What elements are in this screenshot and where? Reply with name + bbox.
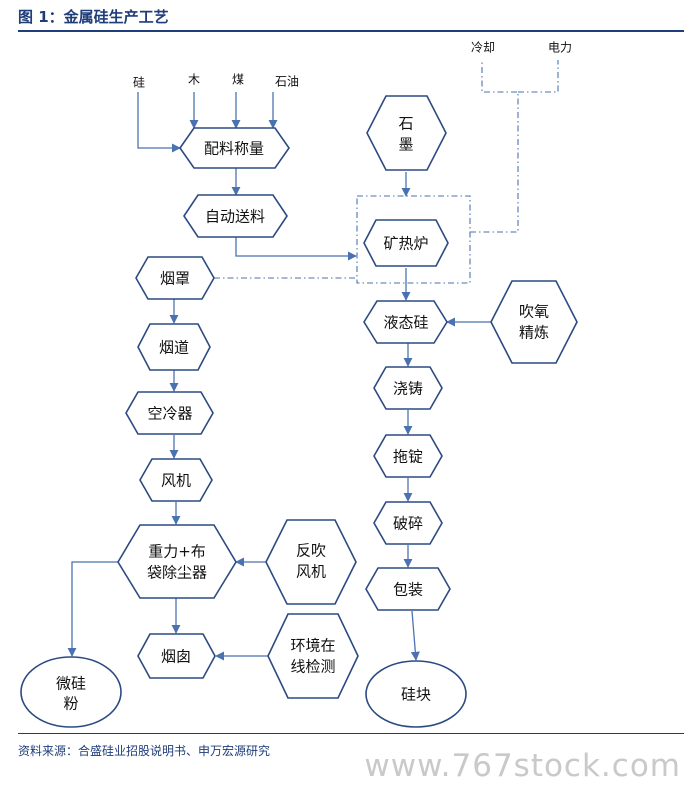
- dash-power-line: [518, 60, 559, 93]
- node-feeding-label: 自动送料: [205, 208, 265, 226]
- node-fan-label: 风机: [161, 472, 191, 490]
- node-graphite: 石 墨: [366, 95, 447, 171]
- node-casting-label: 浇铸: [393, 380, 423, 398]
- node-microsilica-label-2: 粉: [63, 695, 78, 713]
- node-chimney: 烟囱: [137, 633, 216, 679]
- node-env-label-1: 环境在: [290, 637, 335, 655]
- input-si: 硅: [133, 76, 145, 90]
- node-ingot-pulling: 拖锭: [373, 434, 443, 478]
- source-note: 资料来源：合盛硅业招股说明书、申万宏源研究: [18, 744, 271, 758]
- arrow-packing-to-block: [410, 610, 420, 661]
- node-liquid-si: 液态硅: [363, 300, 448, 344]
- node-batching: 配料称量: [179, 127, 290, 169]
- node-ingot-label: 拖锭: [393, 448, 423, 466]
- node-liquid-si-label: 液态硅: [383, 314, 428, 332]
- node-fan: 风机: [139, 458, 213, 502]
- node-flue: 烟道: [137, 323, 211, 371]
- node-back-blow-label-1: 反吹: [296, 542, 326, 560]
- input-wood: 木: [188, 73, 200, 87]
- node-dust-collector: 重力+布 袋除尘器: [117, 524, 237, 599]
- node-graphite-label-2: 墨: [398, 136, 413, 154]
- arrow-si-to-batching: [137, 92, 181, 153]
- node-graphite-label-1: 石: [398, 115, 413, 133]
- bottom-rule: [18, 733, 684, 734]
- node-env-monitoring: 环境在 线检测: [267, 613, 359, 699]
- node-air-cooler-label: 空冷器: [147, 405, 192, 423]
- input-cooling: 冷却: [471, 41, 495, 55]
- node-microsilica: 微硅 粉: [20, 656, 122, 728]
- node-casting: 浇铸: [373, 366, 443, 410]
- watermark: www.767stock.com: [364, 748, 681, 784]
- node-furnace: 矿热炉: [363, 219, 449, 267]
- input-power: 电力: [548, 41, 572, 55]
- node-oxygen-label-2: 精炼: [519, 324, 549, 342]
- node-furnace-label: 矿热炉: [383, 235, 428, 253]
- node-crushing-label: 破碎: [393, 515, 423, 533]
- dash-furnace-boundary: [356, 195, 471, 284]
- node-hood: 烟罩: [135, 256, 215, 300]
- node-packing: 包装: [365, 567, 451, 611]
- dash-cooling-line: [470, 60, 519, 233]
- node-flue-label: 烟道: [159, 339, 189, 357]
- node-dust-collector-label-2: 袋除尘器: [147, 564, 207, 582]
- node-oxygen-refining: 吹氧 精炼: [490, 280, 578, 364]
- arrow-feeding-to-furnace: [235, 237, 357, 261]
- arrow-dust-to-microsilica: [67, 561, 118, 657]
- node-air-cooler: 空冷器: [125, 391, 214, 435]
- node-crushing: 破碎: [373, 501, 443, 545]
- node-silicon-block: 硅块: [365, 660, 467, 728]
- figure-title: 图 1：金属硅生产工艺: [18, 8, 169, 26]
- node-microsilica-label-1: 微硅: [56, 675, 86, 693]
- connectors: [67, 60, 559, 661]
- node-silicon-block-label: 硅块: [401, 686, 431, 704]
- node-dust-collector-label-1: 重力+布: [148, 543, 206, 561]
- node-batching-label: 配料称量: [204, 140, 264, 158]
- node-env-label-2: 线检测: [290, 658, 335, 676]
- node-back-blow-label-2: 风机: [296, 563, 326, 581]
- node-back-blow-fan: 反吹 风机: [265, 519, 357, 605]
- node-hood-label: 烟罩: [160, 270, 190, 288]
- input-coal: 煤: [232, 73, 244, 87]
- node-oxygen-label-1: 吹氧: [519, 303, 549, 321]
- top-rule: [18, 30, 684, 32]
- node-feeding: 自动送料: [183, 194, 288, 238]
- node-packing-label: 包装: [393, 581, 423, 599]
- input-petcoke: 石油: [275, 75, 299, 89]
- node-chimney-label: 烟囱: [161, 648, 191, 666]
